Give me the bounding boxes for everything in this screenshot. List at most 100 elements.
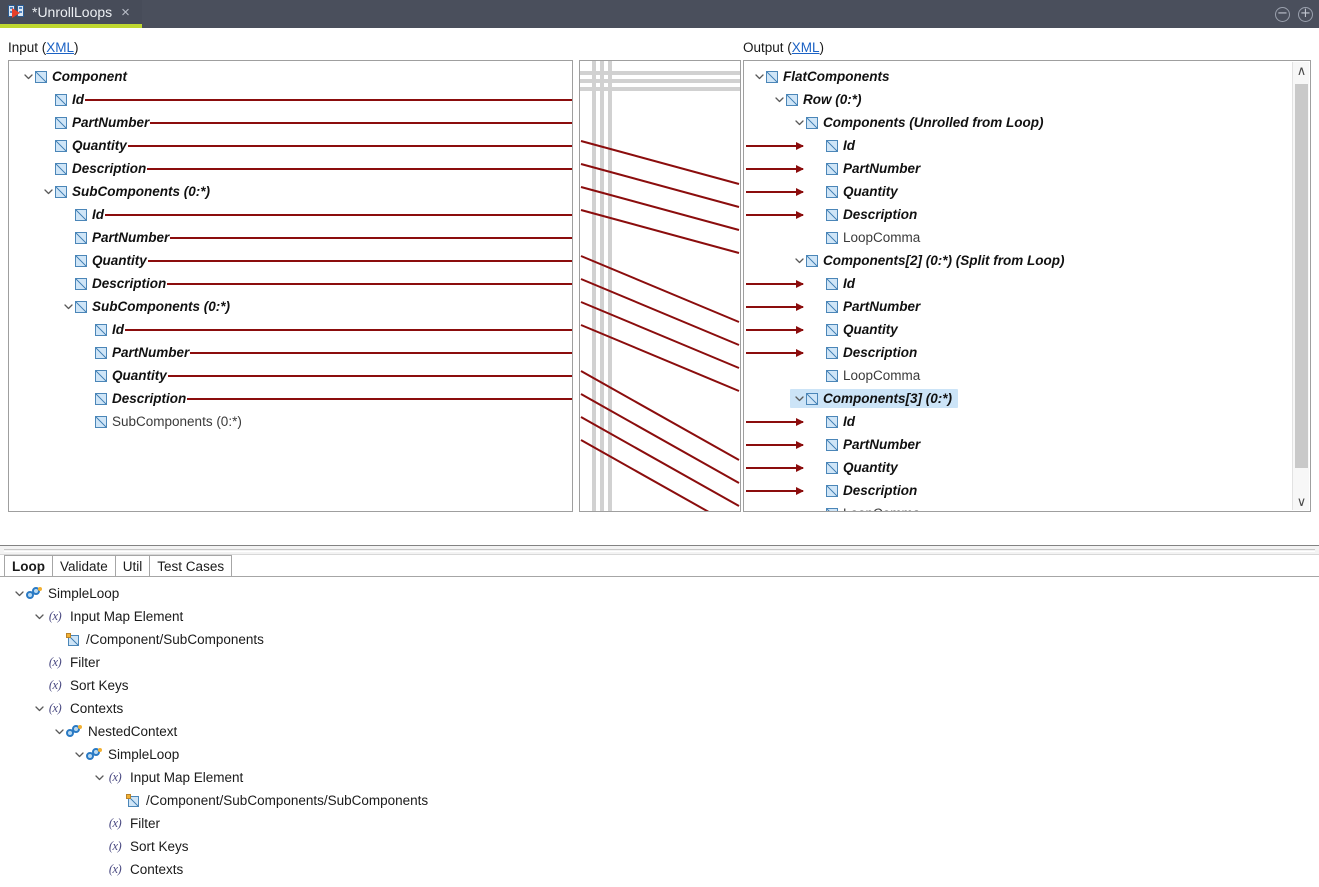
element-icon <box>95 369 107 382</box>
output-tree-row[interactable]: Id <box>812 272 855 295</box>
tree-node-label: Id <box>843 414 855 429</box>
loop-tree-row[interactable]: /Component/SubComponents/SubComponents <box>112 789 428 812</box>
loop-tree-row[interactable]: SimpleLoop <box>12 582 119 605</box>
output-tree-row[interactable]: Description <box>812 341 917 364</box>
minimize-button[interactable]: − <box>1275 6 1290 22</box>
output-tree-row[interactable]: PartNumber <box>812 295 920 318</box>
tab-util[interactable]: Util <box>114 555 151 577</box>
loop-tree-row[interactable]: (x)Input Map Element <box>32 605 183 628</box>
output-tree-row[interactable]: FlatComponents <box>752 65 890 88</box>
mapping-connector-line[interactable] <box>580 324 740 392</box>
input-tree-row[interactable]: Id <box>61 203 104 226</box>
loop-tree-row[interactable]: (x)Input Map Element <box>92 766 243 789</box>
mapping-connector-line[interactable] <box>580 439 739 511</box>
output-tree-row[interactable]: PartNumber <box>812 157 920 180</box>
output-tree-row[interactable]: Components (Unrolled from Loop) <box>792 111 1043 134</box>
loop-tree-row[interactable]: (x)Contexts <box>32 697 123 720</box>
chevron-down-icon[interactable] <box>21 65 35 88</box>
element-icon <box>826 369 838 382</box>
mapping-connector-line[interactable] <box>580 393 740 484</box>
chevron-down-icon[interactable] <box>41 180 55 203</box>
loop-definition-tree[interactable]: SimpleLoop(x)Input Map Element/Component… <box>0 579 1319 887</box>
chevron-down-icon[interactable] <box>12 582 26 605</box>
chevron-down-icon[interactable] <box>792 249 806 272</box>
loop-tree-row[interactable]: (x)Filter <box>32 651 100 674</box>
input-tree-row[interactable]: Id <box>41 88 84 111</box>
chevron-down-icon[interactable] <box>752 65 766 88</box>
output-tree-row[interactable]: Description <box>812 203 917 226</box>
maximize-button[interactable]: + <box>1298 6 1313 22</box>
output-scrollbar[interactable]: ∧ ∨ <box>1292 62 1309 510</box>
mapping-connector-line[interactable] <box>580 370 740 461</box>
scrollbar-thumb[interactable] <box>1295 84 1308 468</box>
tree-node-label: Description <box>92 276 167 291</box>
output-tree-row[interactable]: Components[2] (0:*) (Split from Loop) <box>792 249 1064 272</box>
loop-tree-row[interactable]: (x)Sort Keys <box>32 674 129 697</box>
mapping-connector-line[interactable] <box>580 301 740 369</box>
tree-node-label: PartNumber <box>843 299 921 314</box>
mapping-connector-line[interactable] <box>580 255 740 323</box>
loop-tree-row[interactable]: SimpleLoop <box>72 743 179 766</box>
input-tree-row[interactable]: Id <box>81 318 124 341</box>
mapping-connector-line[interactable] <box>580 140 740 185</box>
input-tree-row[interactable]: PartNumber <box>41 111 149 134</box>
chevron-down-icon[interactable] <box>792 111 806 134</box>
input-tree-row[interactable]: SubComponents (0:*) <box>61 295 230 318</box>
horizontal-splitter[interactable] <box>0 545 1319 555</box>
input-tree-row[interactable]: Component <box>21 65 127 88</box>
tab-validate[interactable]: Validate <box>52 555 116 577</box>
output-tree-row[interactable]: LoopComma <box>812 226 920 249</box>
loop-tree-row[interactable]: (x)Sort Keys <box>92 835 189 858</box>
input-tree-row[interactable]: PartNumber <box>81 341 189 364</box>
input-tree-row[interactable]: PartNumber <box>61 226 169 249</box>
mapping-connector-line[interactable] <box>580 186 740 231</box>
output-tree-row[interactable]: Id <box>812 410 855 433</box>
output-tree-row-selected[interactable]: Components[3] (0:*) <box>790 387 958 410</box>
chevron-down-icon[interactable] <box>32 697 46 720</box>
loop-tree-row[interactable]: NestedContext <box>52 720 177 743</box>
loop-tree-row[interactable]: (x)Contexts <box>92 858 183 881</box>
output-tree-row[interactable]: Row (0:*) <box>772 88 862 111</box>
output-tree-row[interactable]: LoopComma <box>812 502 920 511</box>
mapping-connector-line[interactable] <box>580 209 740 254</box>
document-tab-unrollloops[interactable]: *UnrollLoops × <box>0 0 142 28</box>
loop-tree-row[interactable]: (x)Filter <box>92 812 160 835</box>
input-tree-row[interactable]: Quantity <box>41 134 127 157</box>
output-tree-row[interactable]: Quantity <box>812 180 898 203</box>
output-format-link[interactable]: XML <box>791 40 820 55</box>
input-tree-row[interactable]: SubComponents (0:*) <box>81 410 242 433</box>
chevron-down-icon[interactable] <box>792 387 806 410</box>
output-tree-row[interactable]: LoopComma <box>812 364 920 387</box>
output-tree-row[interactable]: Quantity <box>812 456 898 479</box>
input-tree-row[interactable]: Description <box>41 157 146 180</box>
chevron-down-icon[interactable] <box>52 720 66 743</box>
loop-tree-row[interactable]: /Component/SubComponents <box>52 628 264 651</box>
output-tree-row[interactable]: PartNumber <box>812 433 920 456</box>
output-tree-row[interactable]: Quantity <box>812 318 898 341</box>
tab-test-cases[interactable]: Test Cases <box>149 555 233 577</box>
chevron-down-icon[interactable] <box>92 766 106 789</box>
tab-loop[interactable]: Loop <box>4 555 53 577</box>
output-tree-row[interactable]: Id <box>812 134 855 157</box>
tree-node-label: Description <box>843 207 918 222</box>
scroll-down-icon[interactable]: ∨ <box>1296 493 1307 509</box>
mapping-connector-line[interactable] <box>580 416 740 507</box>
chevron-down-icon[interactable] <box>61 295 75 318</box>
mapping-connector-line[interactable] <box>580 278 740 346</box>
input-tree-row[interactable]: Description <box>81 387 186 410</box>
close-icon[interactable]: × <box>121 3 130 21</box>
output-tree-row[interactable]: Description <box>812 479 917 502</box>
input-tree-row[interactable]: SubComponents (0:*) <box>41 180 210 203</box>
scroll-up-icon[interactable]: ∧ <box>1296 62 1307 78</box>
input-format-link[interactable]: XML <box>46 40 75 55</box>
chevron-down-icon[interactable] <box>772 88 786 111</box>
chevron-down-icon[interactable] <box>32 605 46 628</box>
chevron-down-icon[interactable] <box>72 743 86 766</box>
input-tree-row[interactable]: Quantity <box>61 249 147 272</box>
input-tree-row[interactable]: Description <box>61 272 166 295</box>
mapping-connector-line[interactable] <box>580 163 740 208</box>
input-tree-row[interactable]: Quantity <box>81 364 167 387</box>
mapping-canvas[interactable] <box>579 60 741 512</box>
